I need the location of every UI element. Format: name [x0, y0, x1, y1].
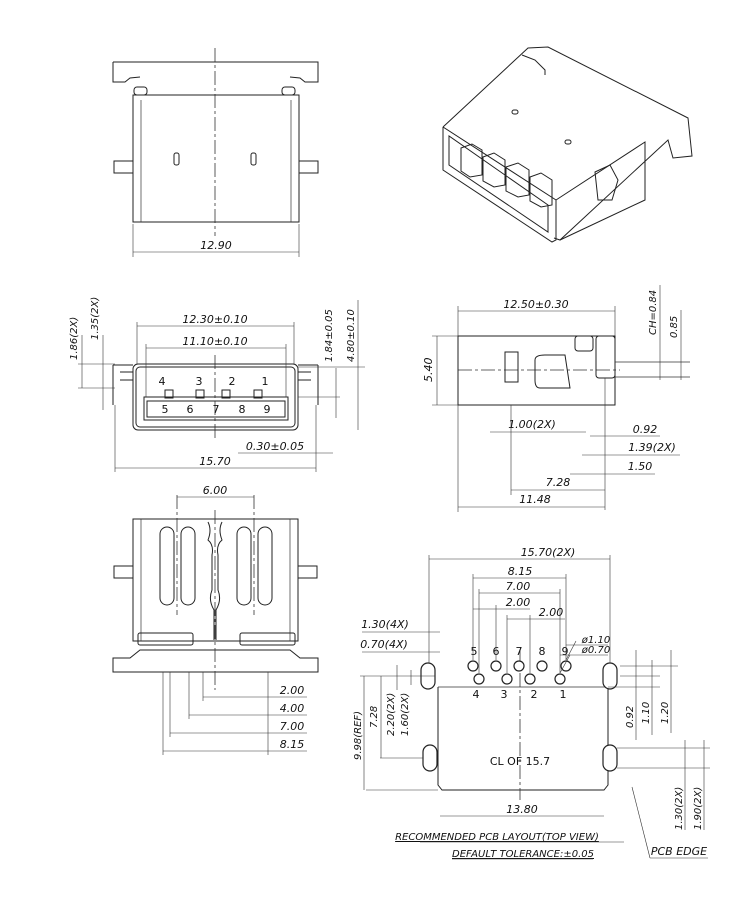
dim-160: 1.60(2X) — [400, 693, 411, 736]
dim-815: 8.15 — [508, 565, 533, 578]
iso-top-outline — [442, 46, 693, 241]
tab-left — [113, 160, 134, 174]
pin-label: 3 — [196, 375, 203, 388]
side-body — [457, 335, 616, 406]
front-view: 4 3 2 1 5 6 7 8 9 12.30±0.10 11.10±0.10 … — [69, 297, 365, 472]
dim-ref: 9.98(REF) — [353, 711, 364, 760]
pin-label: 7 — [516, 645, 523, 658]
side-latch-window — [534, 354, 571, 389]
tab-right — [298, 160, 319, 174]
dim-length: 12.50±0.30 — [503, 298, 568, 311]
top-view: 12.90 — [112, 48, 319, 257]
lead-left — [112, 364, 134, 405]
bottom-body — [132, 518, 299, 642]
dim-700: 7.00 — [506, 580, 531, 593]
pin-label: 6 — [187, 403, 194, 416]
dim-092: 0.92 — [633, 423, 658, 436]
pin-label: 1 — [560, 688, 567, 701]
dim-728: 7.28 — [546, 476, 571, 489]
pin-label: 2 — [229, 375, 236, 388]
slot-pad — [422, 744, 438, 772]
pin-label: 1 — [262, 375, 269, 388]
latch-left — [133, 86, 148, 96]
dim-815: 8.15 — [280, 738, 305, 751]
dim-pad-inner: ø0.70 — [581, 645, 610, 656]
dim-right-a: 1.84±0.05 — [324, 309, 335, 362]
pin-label: 7 — [213, 403, 220, 416]
dim-spacing: 6.00 — [203, 484, 228, 497]
pin-label: 4 — [159, 375, 166, 388]
latch-right — [281, 86, 296, 96]
pcb-outline — [437, 687, 609, 791]
dim-700: 7.00 — [280, 720, 305, 733]
side-view: 12.50±0.30 5.40 CH=0.84 0.85 1.00(2X) 0.… — [422, 285, 690, 512]
center-seam — [207, 521, 215, 640]
dim-150: 1.50 — [628, 460, 653, 473]
dim-chamfer: CH=0.84 — [648, 290, 659, 335]
dim-inner-width: 11.10±0.10 — [182, 335, 247, 348]
dim-lead-width: 0.30±0.05 — [246, 440, 304, 453]
pin-label: 9 — [264, 403, 271, 416]
notes: RECOMMENDED PCB LAYOUT(TOP VIEW) DEFAULT… — [395, 832, 624, 860]
pad-row-top — [467, 660, 572, 672]
iso-front-face — [442, 126, 557, 243]
dim-right-b: 4.80±0.10 — [346, 309, 357, 362]
dim-slot-inner: 0.70(4X) — [360, 638, 408, 651]
dim-1380: 13.80 — [506, 803, 538, 816]
dim-200a: 2.00 — [506, 596, 531, 609]
pcb-edge-label: PCB EDGE — [651, 845, 707, 858]
dim-220: 2.20(2X) — [386, 693, 397, 736]
dim-width: 12.90 — [200, 239, 232, 252]
slot-pad — [602, 662, 618, 690]
dim-728: 7.28 — [369, 706, 380, 728]
dim-400: 4.00 — [280, 702, 305, 715]
pin-label: 2 — [531, 688, 538, 701]
dim-overall-width: 15.70 — [199, 455, 231, 468]
tolerance-note: DEFAULT TOLERANCE:±0.05 — [452, 849, 594, 860]
dim-overall: 15.70(2X) — [521, 546, 576, 559]
dim-slot-outer: 1.30(4X) — [361, 618, 409, 631]
pin-label: 8 — [239, 403, 246, 416]
bottom-leads — [112, 649, 319, 673]
dim-pad-outer: ø1.10 — [581, 635, 610, 646]
pin-label: 4 — [473, 688, 480, 701]
dim-190: 1.90(2X) — [693, 787, 704, 830]
shell-body — [132, 94, 300, 223]
lead-right — [297, 364, 319, 405]
slot-pad — [602, 744, 618, 772]
isometric-view — [442, 46, 693, 243]
dim-110: 1.10 — [641, 702, 652, 724]
dim-200b: 2.00 — [539, 606, 564, 619]
dim-outer-width: 12.30±0.10 — [182, 313, 247, 326]
pad-row-bottom — [473, 673, 566, 685]
pin-label: 8 — [539, 645, 546, 658]
dim-left-b: 1.35(2X) — [90, 297, 101, 340]
dim-200: 2.00 — [280, 684, 305, 697]
pin-label: 9 — [562, 645, 569, 658]
bottom-view: 6.00 2.00 4.00 7.00 8.15 — [112, 484, 319, 755]
dim-120: 1.20 — [660, 702, 671, 724]
dim-100: 1.00(2X) — [508, 418, 556, 431]
dim-139: 1.39(2X) — [628, 441, 676, 454]
dim-height: 5.40 — [422, 358, 435, 383]
dim-085: 0.85 — [669, 316, 680, 338]
pin-label: 5 — [471, 645, 478, 658]
pcb-layout: 5 6 7 8 9 4 3 2 1 CL OF 15.7 15.70(2X) 8… — [353, 546, 710, 859]
tongue — [143, 396, 289, 421]
layout-title-note: RECOMMENDED PCB LAYOUT(TOP VIEW) — [395, 832, 599, 843]
dim-1148: 11.48 — [519, 493, 551, 506]
top-flange — [112, 61, 319, 83]
dim-left-a: 1.86(2X) — [69, 317, 80, 360]
centerline-label: CL OF 15.7 — [490, 755, 550, 768]
pin-label: 5 — [162, 403, 169, 416]
dim-130: 1.30(2X) — [674, 787, 685, 830]
iso-side-latch — [594, 164, 619, 201]
pin-label: 3 — [501, 688, 508, 701]
dim-092: 0.92 — [625, 706, 636, 728]
